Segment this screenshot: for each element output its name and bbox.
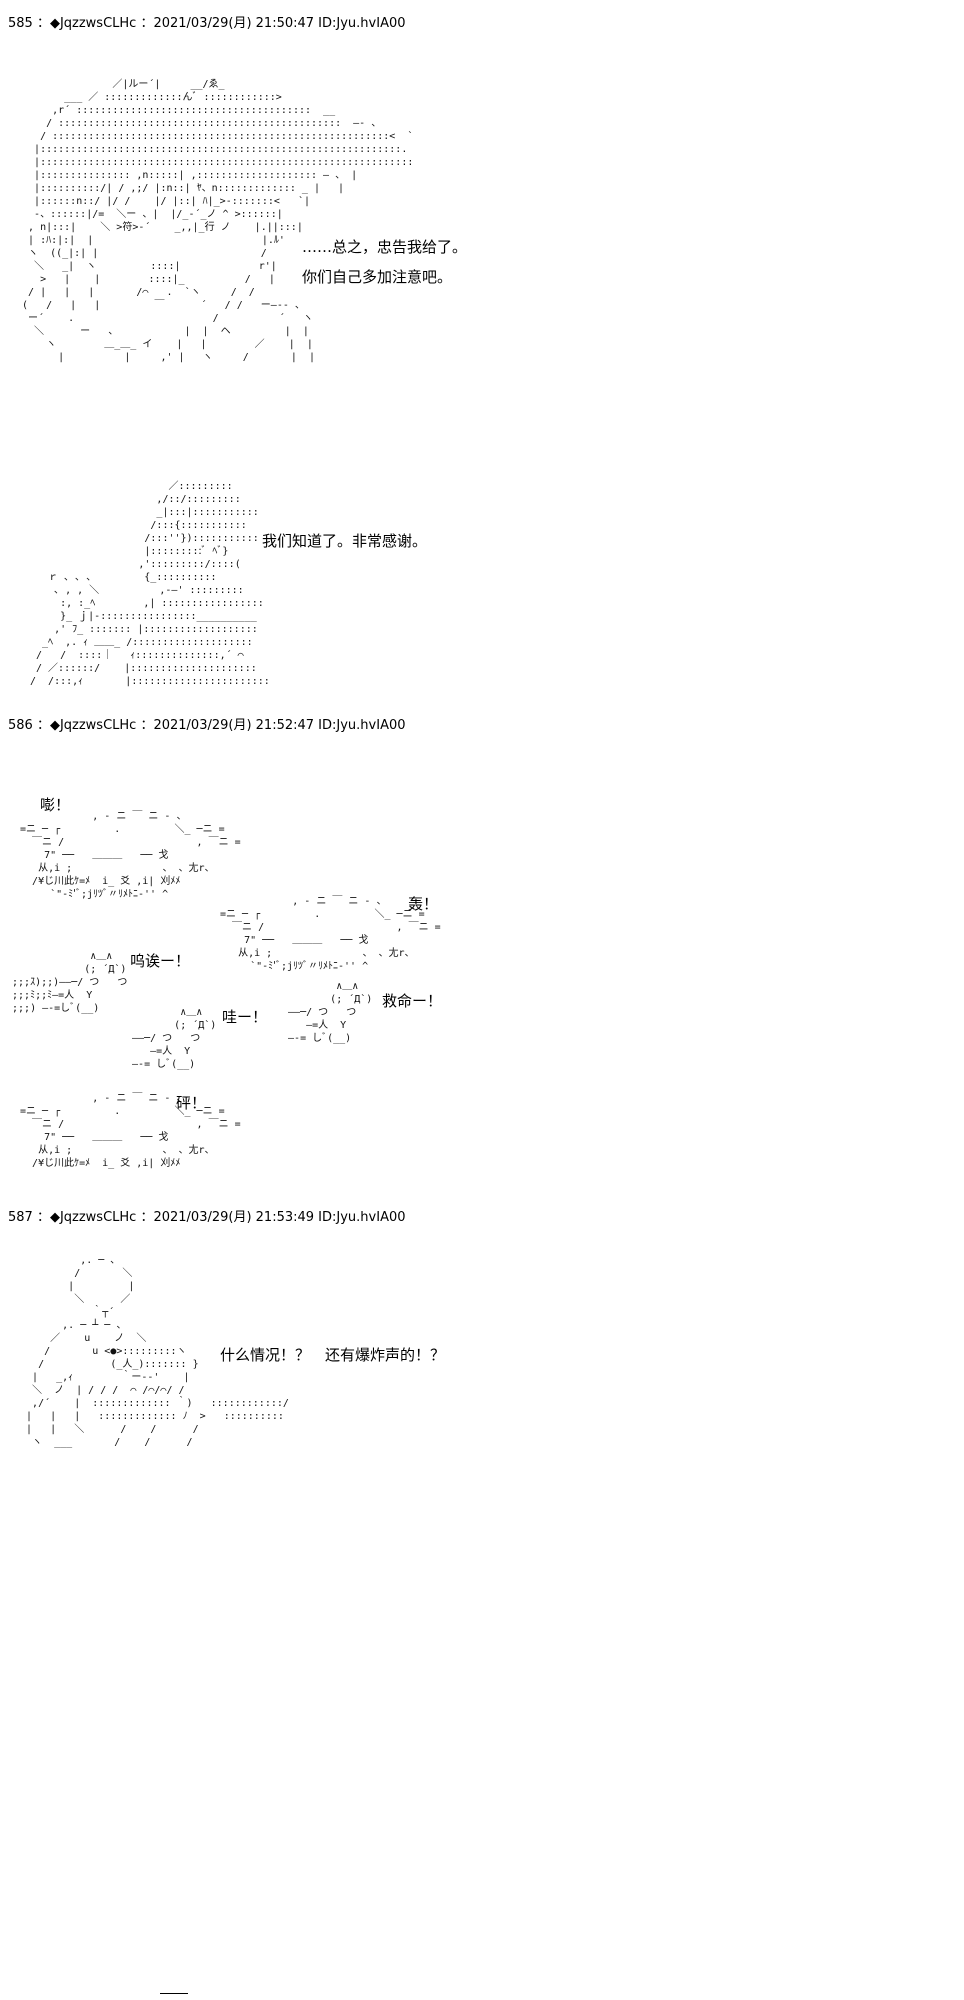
post-header-585: 585 ：◆JqzzwsCLHc ：2021/03/29(月) 21:50:47… [8,16,406,31]
ascii-art-man-cap: ／|ルー´| __/ゑ_ ___ ／ :::::::::::::んﾞ :::::… [22,79,414,363]
post-header-587: 587 ：◆JqzzwsCLHc ：2021/03/29(月) 21:53:49… [8,1210,406,1225]
post-header-586: 586 ：◆JqzzwsCLHc ：2021/03/29(月) 21:52:47… [8,718,406,733]
sfx-label: 砰！ [176,1094,207,1112]
ascii-art-fleeing-character: ∧＿∧ (; ´Д`) ――─/ つ つ ―=人 Y ―-= しﾞ(__) [132,1007,217,1070]
sfx-label: 嘭！ [40,796,71,814]
ascii-art-explosion: , - ニ ￣ ニ - 、 =ニ ─ ┌ . ＼_ ─ニ = ￣ニ / , ￣ニ… [220,896,441,972]
sfx-label: 哇ー！ [222,1008,268,1026]
divider [160,1993,188,1994]
dialogue-line: 什么情况！？ 还有爆炸声的！？ [220,1346,446,1364]
ascii-art-explosion: , - ニ ￣ ニ - 、 =ニ ─ ┌ . ＼_ ─ニ = ￣ニ / , ￣ニ… [20,1093,241,1169]
ascii-art-round-character: ,. ─ ､ / ＼ | | ＼ ／ ｀┬´ ,. ─ ┴ ─ 、 ／ u ノ … [26,1255,289,1448]
ascii-art-shadow-figures: ／::::::::: ,/::/::::::::: _|:::|::::::::… [30,481,270,687]
ascii-art-explosion: , - ニ ￣ ニ - 、 =ニ ─ ┌ . ＼_ ─ニ = ￣ニ / , ￣ニ… [20,811,241,900]
dialogue-line: 你们自己多加注意吧。 [302,268,453,286]
sfx-label: 轰！ [408,895,439,913]
ascii-art-fleeing-character: ∧＿∧ (; ´Д`) ;;;ｽ);;)――─/ つ つ ;;;ﾐ;;ﾐ―=人 … [12,951,128,1014]
dialogue-line: ……总之，忠告我给了。 [302,238,468,256]
dialogue-line: 我们知道了。非常感谢。 [262,532,428,550]
sfx-label: 呜诶ー！ [130,952,191,970]
ascii-art-fleeing-character: ∧＿∧ (; ´Д`) ――─/ つ つ ―=人 Y ―-= しﾞ(__) [288,981,373,1044]
sfx-label: 救命ー！ [382,992,443,1010]
